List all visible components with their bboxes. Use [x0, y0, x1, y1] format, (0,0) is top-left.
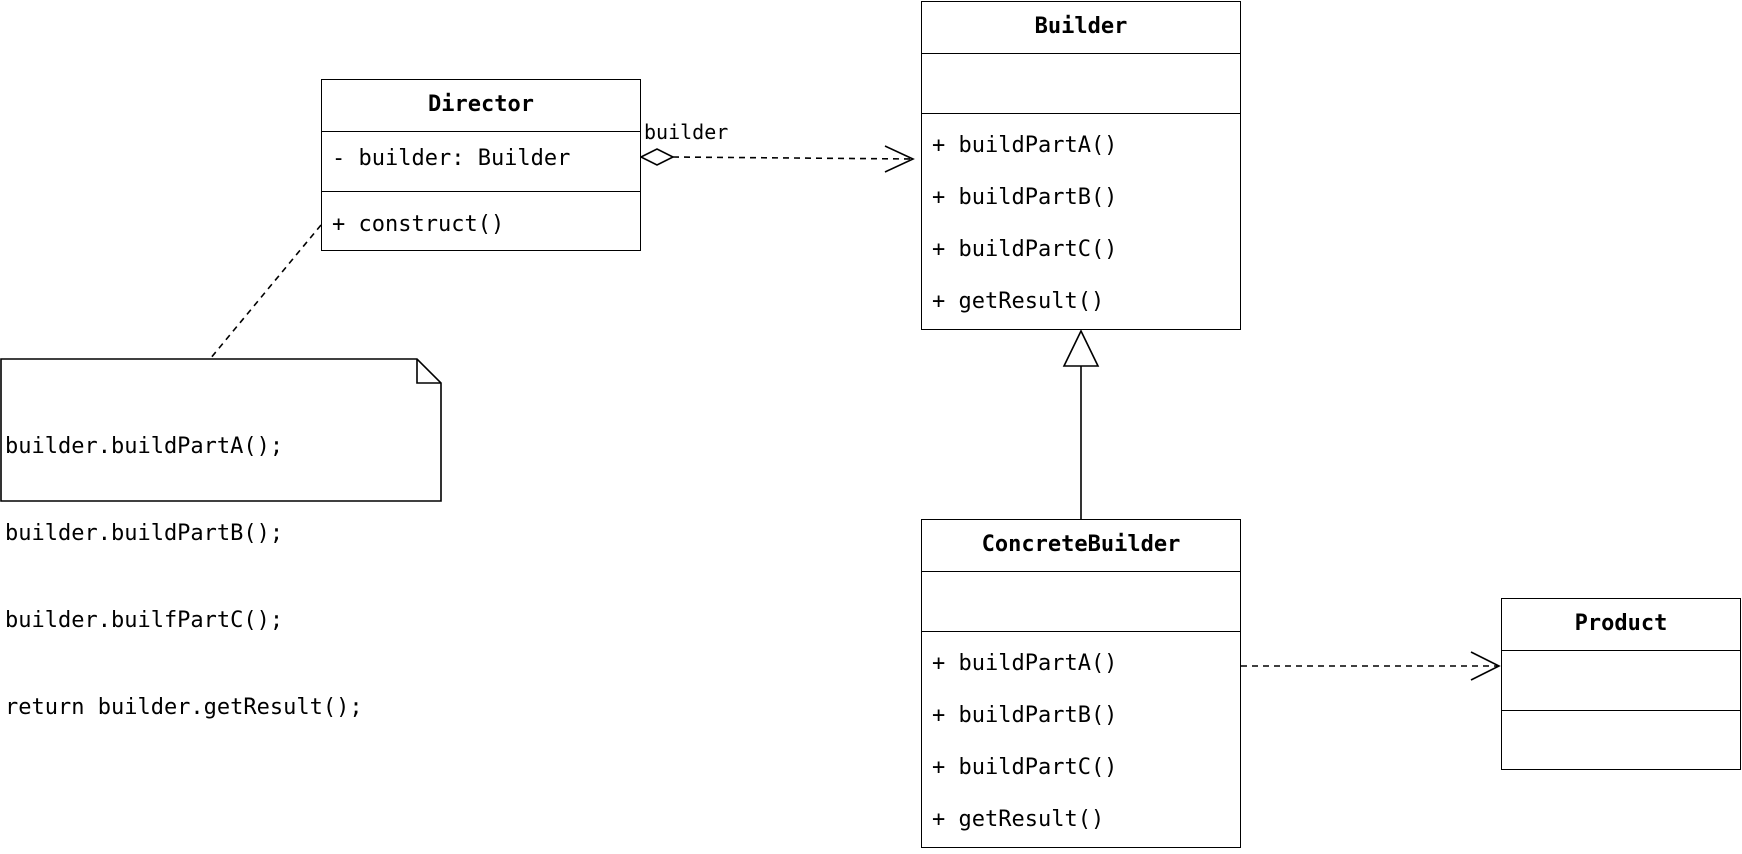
- class-concrete-builder[interactable]: ConcreteBuilder + buildPartA() + buildPa…: [921, 519, 1241, 848]
- class-builder[interactable]: Builder + buildPartA() + buildPartB() + …: [921, 1, 1241, 330]
- class-name: Product: [1502, 599, 1740, 651]
- director-builder-dependency-line: [672, 156, 914, 160]
- class-product[interactable]: Product: [1501, 598, 1741, 770]
- operation-compartment: + construct(): [322, 192, 640, 250]
- attribute-compartment: - builder: Builder: [322, 132, 640, 192]
- attribute: - builder: Builder: [332, 146, 571, 171]
- note-shape: [0, 358, 442, 502]
- attribute-compartment: [922, 54, 1240, 114]
- note-line: builder.buildPartB();: [5, 521, 284, 546]
- operation: + construct(): [332, 212, 505, 237]
- operation: + buildPartB(): [932, 703, 1118, 728]
- class-name: Director: [322, 80, 640, 132]
- note-line: builder.builfPartC();: [5, 608, 284, 633]
- class-director[interactable]: Director - builder: Builder + construct(…: [321, 79, 641, 251]
- class-name: Builder: [922, 2, 1240, 54]
- open-arrow-head: [1470, 651, 1501, 681]
- note-line: return builder.getResult();: [5, 695, 363, 720]
- operation: + buildPartA(): [932, 651, 1118, 676]
- association-label: builder: [644, 120, 729, 144]
- generalization-triangle: [1062, 329, 1100, 367]
- open-arrow-head: [884, 145, 915, 173]
- operation: + buildPartA(): [932, 133, 1118, 158]
- operation: + getResult(): [932, 289, 1105, 314]
- note-fold: [416, 359, 441, 384]
- operation: + buildPartC(): [932, 237, 1118, 262]
- note-line: builder.buildPartA();: [5, 434, 284, 459]
- attribute-compartment: [1502, 651, 1740, 711]
- class-name: ConcreteBuilder: [922, 520, 1240, 572]
- operation: + buildPartB(): [932, 185, 1118, 210]
- operation: + buildPartC(): [932, 755, 1118, 780]
- aggregation-diamond: [639, 148, 675, 166]
- operation-compartment: + buildPartA() + buildPartB() + buildPar…: [922, 632, 1240, 846]
- operation-compartment: + buildPartA() + buildPartB() + buildPar…: [922, 114, 1240, 328]
- note-connector: [209, 224, 322, 360]
- attribute-compartment: [922, 572, 1240, 632]
- note[interactable]: builder.buildPartA(); builder.buildPartB…: [5, 374, 363, 751]
- operation: + getResult(): [932, 807, 1105, 832]
